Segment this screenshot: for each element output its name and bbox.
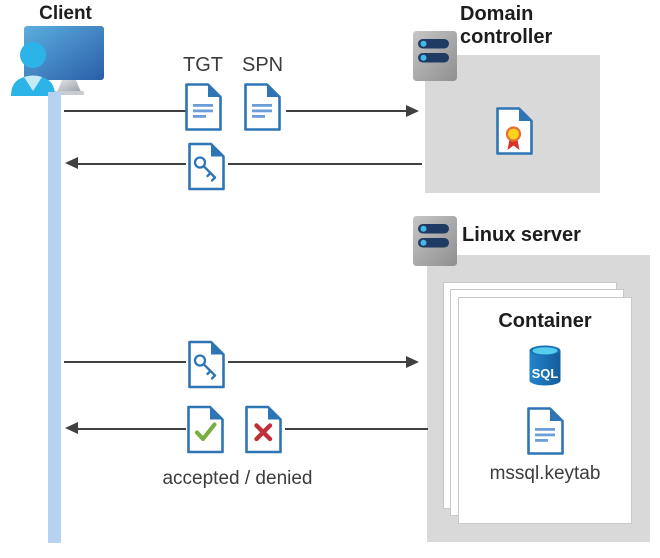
arrow-ticket-line-left <box>64 361 186 363</box>
linux-server-label: Linux server <box>462 224 581 246</box>
domain-controller-label: Domain controller <box>460 3 553 48</box>
keytab-filename-label: mssql.keytab <box>489 463 601 484</box>
client-label: Client <box>39 3 92 24</box>
linux-server-icon <box>413 216 457 266</box>
certificate-document-icon <box>496 107 533 155</box>
domain-controller-server-icon <box>413 31 457 81</box>
tgt-label: TGT <box>183 54 223 76</box>
spn-document-icon <box>244 83 281 131</box>
container-card-front: Container SQL mssql.keytab <box>458 297 632 524</box>
accepted-denied-label: accepted / denied <box>162 468 313 489</box>
arrow-request-line-left <box>64 110 186 112</box>
arrow-result-line-left <box>78 428 186 430</box>
container-title: Container <box>498 310 592 332</box>
arrowhead-to-client-icon <box>65 157 78 169</box>
keytab-document-icon <box>527 407 564 455</box>
sql-database-icon: SQL <box>529 345 561 386</box>
client-lifeline <box>48 92 61 543</box>
accepted-check-document-icon <box>187 405 224 454</box>
arrowhead-to-linux-icon <box>406 356 419 368</box>
arrow-reply-line-right <box>228 163 422 165</box>
arrow-ticket-line-right <box>228 361 407 363</box>
spn-label: SPN <box>242 54 284 76</box>
service-ticket-key-document-icon <box>188 340 225 389</box>
denied-cross-document-icon <box>245 405 282 454</box>
session-key-document-icon <box>188 142 225 191</box>
arrow-reply-line-left <box>78 163 186 165</box>
sql-badge-text: SQL <box>532 366 559 381</box>
arrowhead-result-to-client-icon <box>65 422 78 434</box>
user-at-monitor-icon <box>11 26 104 96</box>
tgt-document-icon <box>185 83 222 131</box>
arrowhead-to-dc-icon <box>406 105 419 117</box>
arrow-request-line-right <box>286 110 407 112</box>
arrow-result-line-right <box>285 428 428 430</box>
